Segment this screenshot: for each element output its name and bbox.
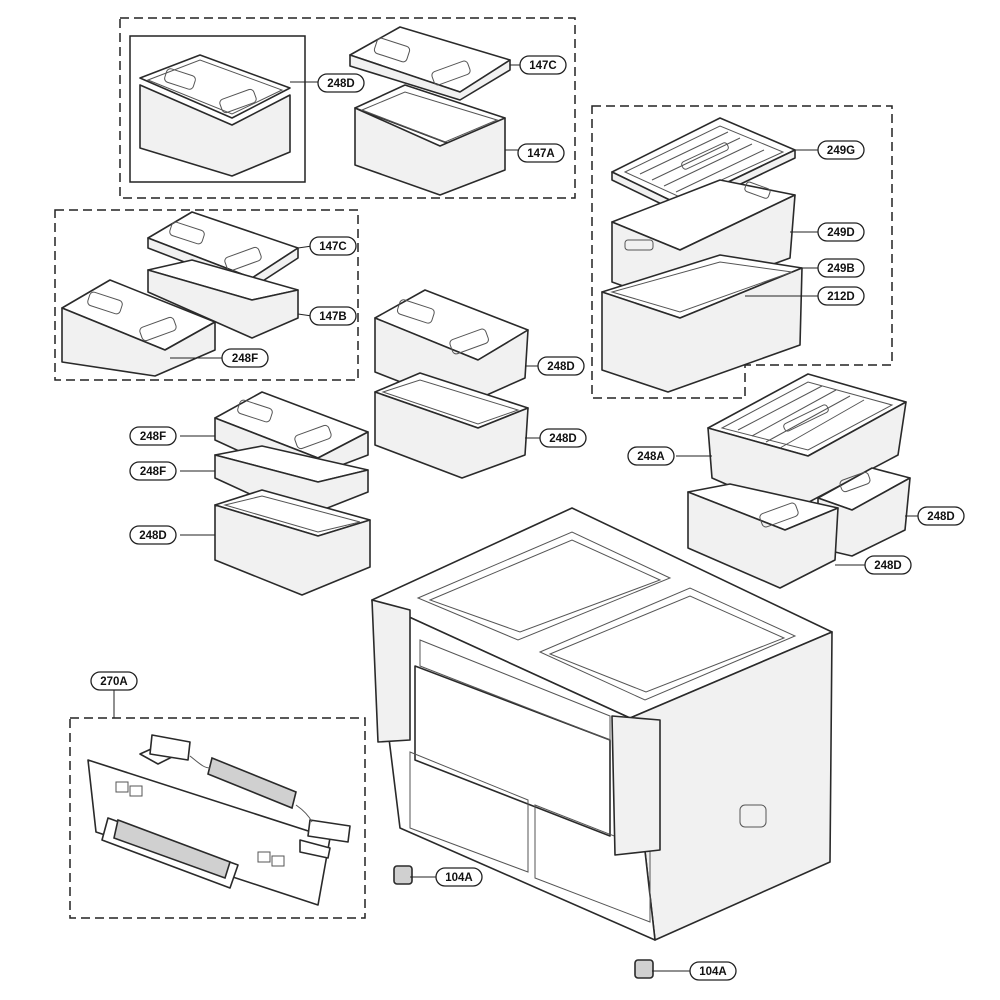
callout-248d-right-front: 248D <box>864 555 912 575</box>
svg-text:248F: 248F <box>232 353 258 365</box>
svg-text:248D: 248D <box>874 560 902 572</box>
callout-147b: 147B <box>309 306 357 326</box>
callout-248d-center-lower: 248D <box>539 428 587 448</box>
bin-stack-middle <box>180 445 369 519</box>
callout-104a-left-foot: 104A <box>435 867 483 887</box>
callout-147c-top-group: 147C <box>519 55 567 75</box>
bin-248a-grill <box>676 373 907 513</box>
bin-left-front <box>61 279 222 377</box>
svg-text:270A: 270A <box>100 676 128 688</box>
callout-248d-center-upper: 248D <box>537 356 585 376</box>
group-frame-control-panel <box>69 717 366 919</box>
svg-text:248D: 248D <box>547 361 575 373</box>
svg-text:249B: 249B <box>827 263 855 275</box>
bin-248d-right-front <box>687 483 865 589</box>
svg-text:248F: 248F <box>140 431 166 443</box>
bin-top-left <box>139 54 318 177</box>
svg-text:249G: 249G <box>827 145 855 157</box>
callout-270a: 270A <box>90 671 138 691</box>
callout-249d: 249D <box>817 222 865 242</box>
callout-147a: 147A <box>517 143 565 163</box>
callout-248f-left-group: 248F <box>221 348 269 368</box>
svg-text:104A: 104A <box>445 872 473 884</box>
svg-text:212D: 212D <box>827 291 855 303</box>
bin-center-lower <box>374 372 540 479</box>
callout-248f-stack-top: 248F <box>129 426 177 446</box>
leveling-foot-right <box>634 959 690 979</box>
callout-248d-top-group: 248D <box>317 73 365 93</box>
bin-left-middle <box>147 259 313 339</box>
svg-text:248D: 248D <box>327 78 355 90</box>
svg-text:147C: 147C <box>529 60 557 72</box>
group-frame-top <box>119 17 576 199</box>
svg-text:248D: 248D <box>549 433 577 445</box>
callout-249b: 249B <box>817 258 865 278</box>
callout-104a-right-foot: 104A <box>689 961 737 981</box>
bin-right-outer <box>601 254 818 393</box>
bin-stack-bottom <box>180 489 371 596</box>
svg-text:248A: 248A <box>637 451 665 463</box>
callout-248d-stack-bottom: 248D <box>129 525 177 545</box>
callout-248a: 248A <box>627 446 675 466</box>
callout-248f-stack-middle: 248F <box>129 461 177 481</box>
bin-248d-right-back <box>817 467 918 557</box>
callout-249g: 249G <box>817 140 865 160</box>
svg-text:248D: 248D <box>139 530 167 542</box>
group-frame-left <box>54 209 359 381</box>
bin-right-grill-lid <box>611 117 818 214</box>
svg-text:147A: 147A <box>527 148 555 160</box>
drawer-housing <box>371 507 833 941</box>
leveling-foot-left <box>393 865 436 885</box>
bin-top-lid <box>349 26 520 101</box>
callout-248d-right-back: 248D <box>917 506 965 526</box>
svg-text:248D: 248D <box>927 511 955 523</box>
svg-text:147B: 147B <box>319 311 347 323</box>
svg-text:104A: 104A <box>699 966 727 978</box>
callout-212d: 212D <box>817 286 865 306</box>
control-panel-assembly <box>87 690 351 906</box>
svg-text:147C: 147C <box>319 241 347 253</box>
svg-text:249D: 249D <box>827 227 855 239</box>
svg-text:248F: 248F <box>140 466 166 478</box>
bin-top-open <box>354 84 518 196</box>
callout-147c-left-group: 147C <box>309 236 357 256</box>
